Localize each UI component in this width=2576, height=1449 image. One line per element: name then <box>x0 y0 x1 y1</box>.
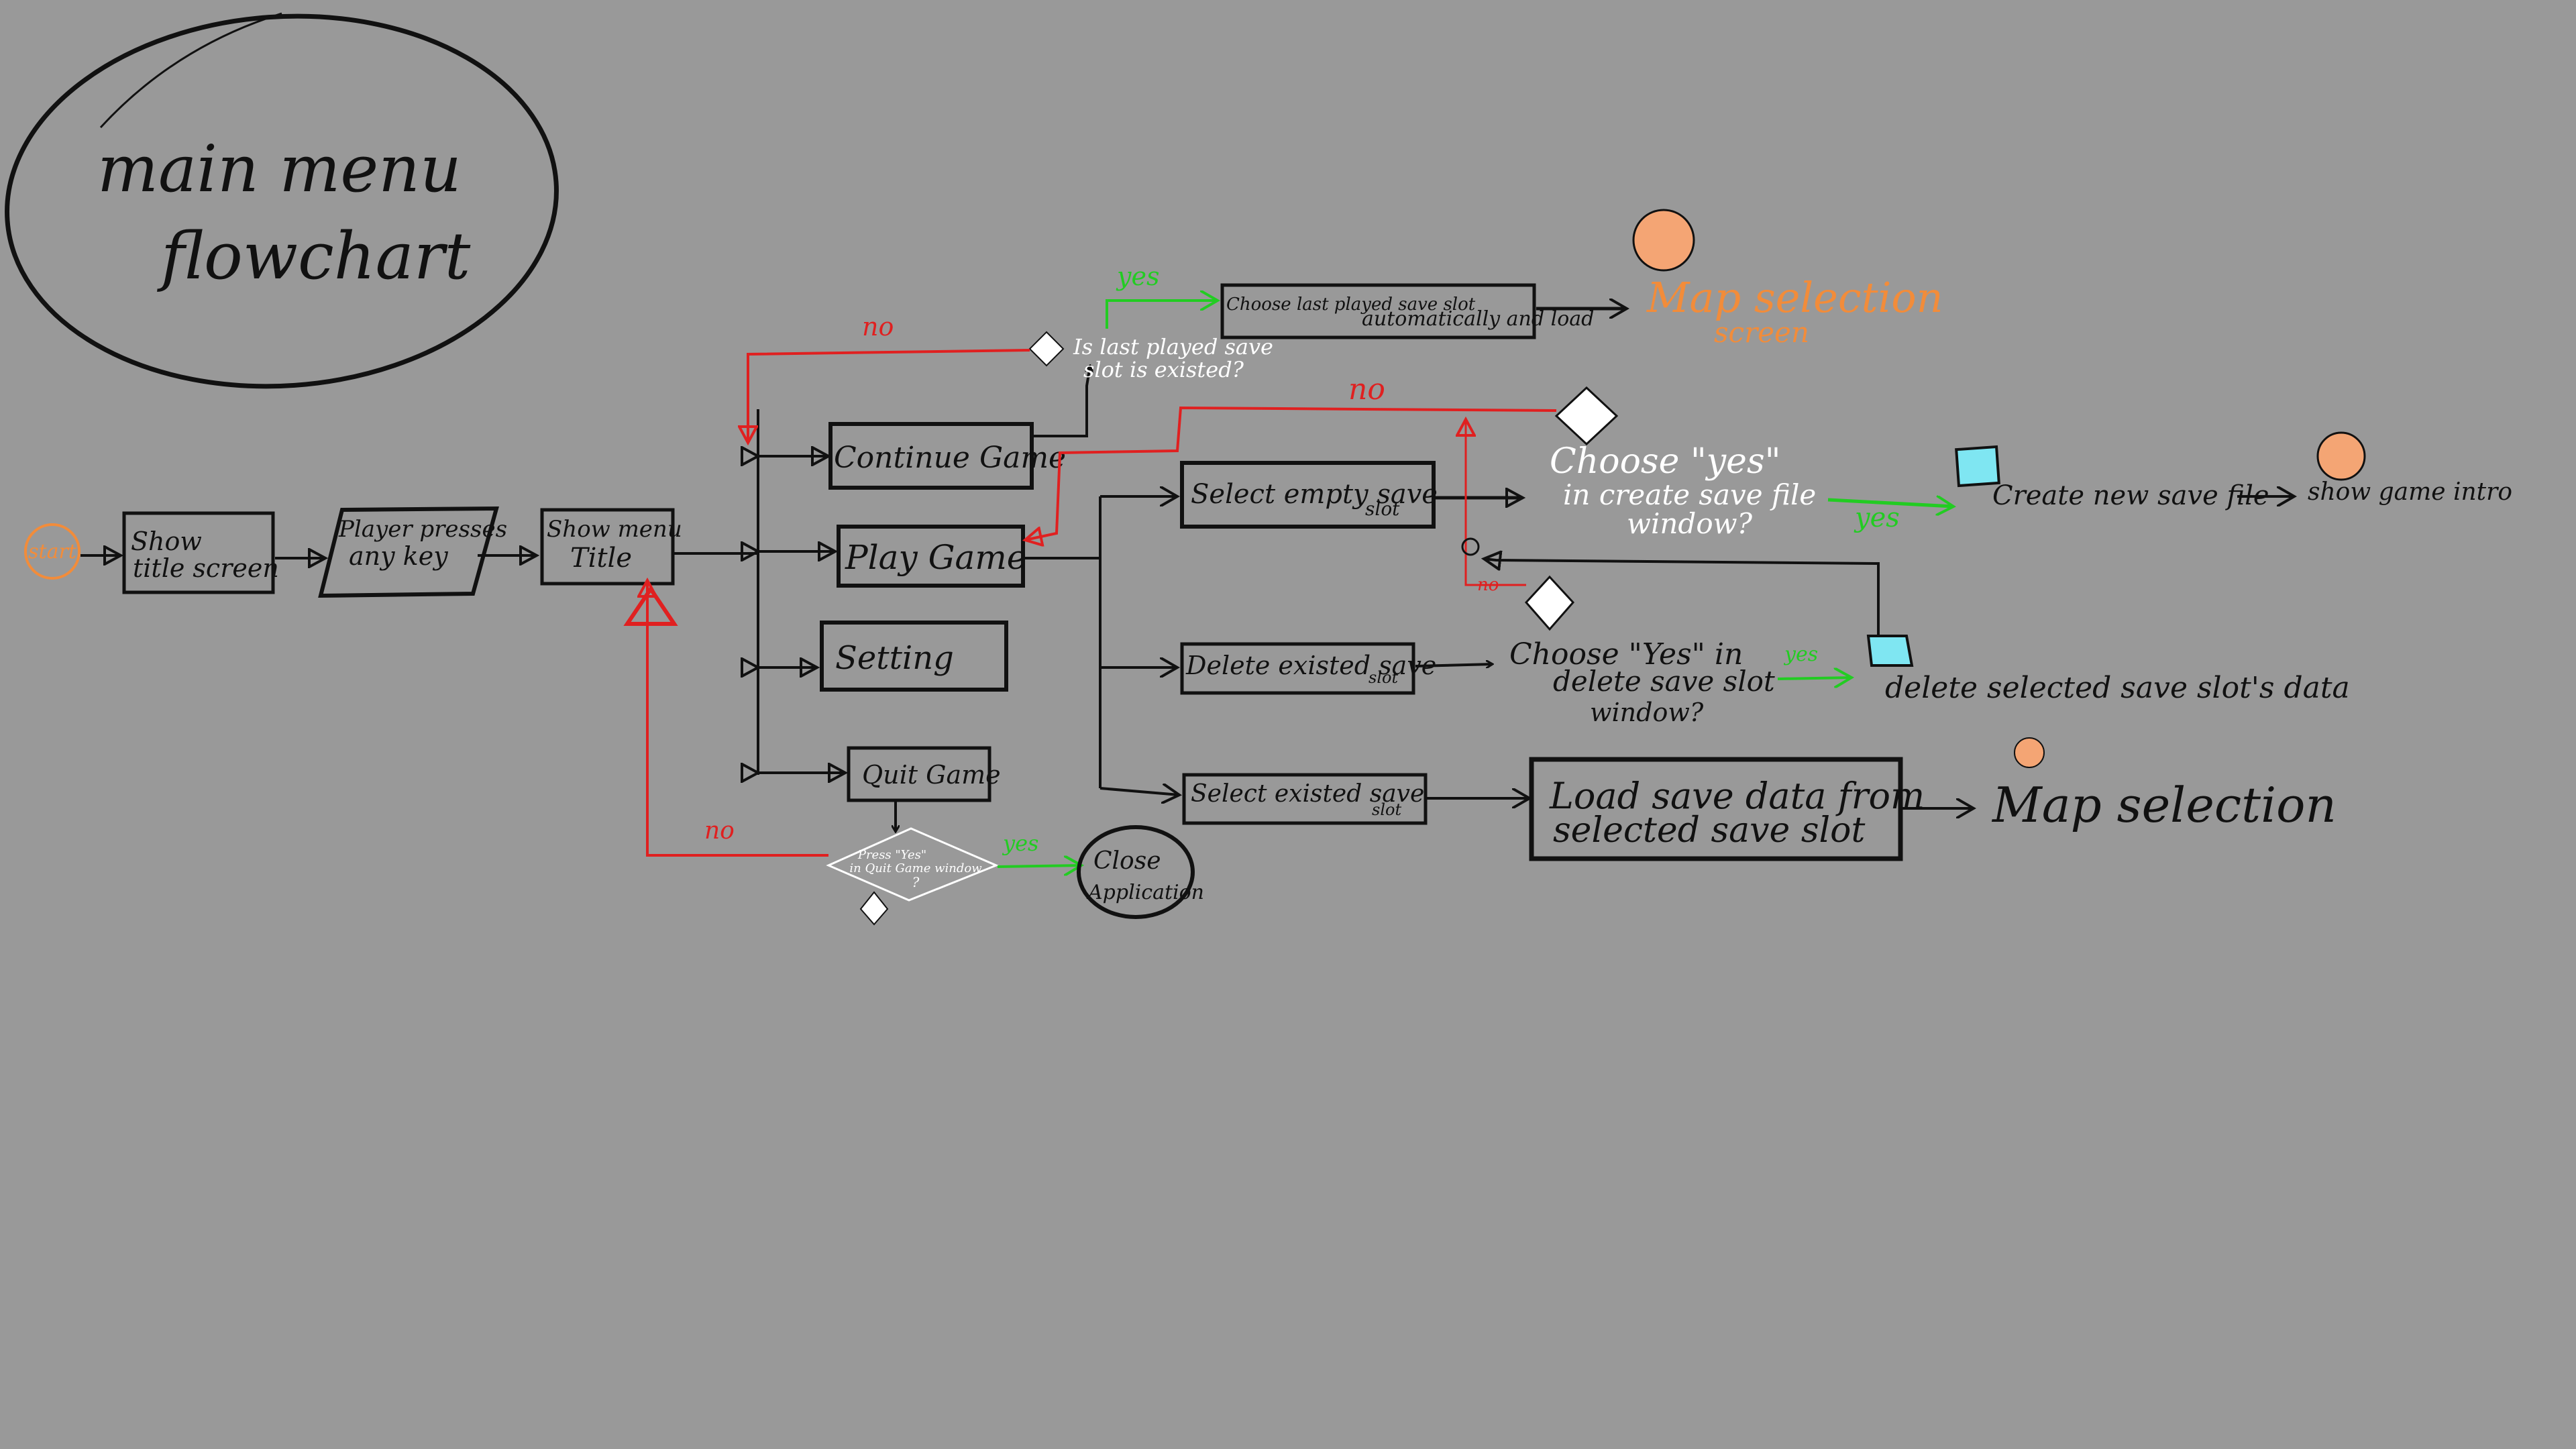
show-game-intro-label: show game intro <box>2308 478 2512 506</box>
create-new-save-label: Create new save file <box>1992 480 2269 511</box>
select-existed-line-1: Select existed save <box>1191 780 1424 808</box>
create-q-line-3: window? <box>1627 507 1753 540</box>
edge-create-yes <box>1827 500 1953 506</box>
show-title-line-1: Show <box>131 527 202 556</box>
continue-game-label: Continue Game <box>834 441 1066 475</box>
close-application-node: Close Application <box>1077 825 1204 919</box>
play-game-box: Play Game <box>837 525 1026 588</box>
show-menu-line-1: Show menu <box>547 516 682 543</box>
title-line-1: main menu <box>97 131 462 207</box>
title-line-2: flowchart <box>157 219 471 294</box>
end-marker-2 <box>2316 431 2366 481</box>
close-app-line-1: Close <box>1093 847 1161 875</box>
edge-create-no <box>1025 406 1557 540</box>
edge-quit-no <box>647 580 828 857</box>
show-menu-title-box: Show menu Title <box>540 508 682 586</box>
quit-question-line-3: ? <box>912 874 920 890</box>
delete-no-label: no <box>1477 575 1499 595</box>
title-badge: main menu flowchart <box>5 12 559 389</box>
edge-quit-yes <box>997 865 1081 867</box>
quit-game-label: Quit Game <box>862 760 1001 790</box>
edge-delete-no <box>1466 419 1526 586</box>
last-played-yes-label: yes <box>1116 262 1159 291</box>
last-played-question: Is last played save slot is existed? <box>1028 331 1273 382</box>
delete-yes-label: yes <box>1783 643 1818 666</box>
quit-game-box: Quit Game <box>847 746 1001 802</box>
last-played-no-label: no <box>862 312 894 341</box>
delete-existed-line-2: slot <box>1368 668 1398 687</box>
show-title-line-2: title screen <box>133 553 279 583</box>
end-marker-3 <box>2014 737 2045 768</box>
play-game-label: Play Game <box>845 538 1026 577</box>
edge-last-played-no <box>748 349 1030 443</box>
edge-last-played-yes <box>1106 301 1218 329</box>
delete-existed-line-1: Delete existed save <box>1185 651 1436 680</box>
load-save-data-box: Load save data from selected save slot <box>1529 757 1925 861</box>
map-selection-label: Map selection <box>1991 777 2337 833</box>
load-save-line-1: Load save data from <box>1549 775 1925 817</box>
show-menu-line-2: Title <box>570 543 632 574</box>
setting-box: Setting <box>820 621 1008 692</box>
start-node: start <box>24 523 80 580</box>
edge-play-trunk <box>1023 496 1102 788</box>
show-title-screen-box: Show title screen <box>122 511 279 594</box>
create-no-label: no <box>1348 372 1385 407</box>
map-screen-line-1: Map selection <box>1646 273 1943 322</box>
select-existed-line-2: slot <box>1372 800 1401 819</box>
map-selection-screen-node: Map selection screen <box>1632 209 1943 349</box>
player-presses-line-2: any key <box>349 541 448 571</box>
select-existed-box: Select existed save slot <box>1182 773 1428 825</box>
choose-last-line-1: Choose last played save slot <box>1226 294 1476 315</box>
choose-yes-delete-question: Choose "Yes" in delete save slot window? <box>1509 575 1775 727</box>
delete-q-line-1: Choose "Yes" in <box>1509 637 1743 672</box>
map-screen-line-2: screen <box>1714 316 1809 349</box>
cyan-connector-create <box>1955 445 2000 488</box>
quit-question-line-1: Press "Yes" <box>857 848 926 862</box>
select-empty-box: Select empty save slot <box>1180 461 1438 529</box>
player-presses-box: Player presses any key <box>318 506 507 598</box>
edge-delete-yes <box>1777 678 1851 679</box>
delete-q-line-2: delete save slot <box>1553 665 1775 698</box>
choose-last-line-2: automatically and load <box>1362 307 1594 331</box>
choose-last-box: Choose last played save slot automatical… <box>1220 283 1594 339</box>
edge-delete-loop-back <box>1484 559 1880 636</box>
delete-existed-box: Delete existed save slot <box>1180 642 1436 695</box>
quit-question-diamond: Press "Yes" in Quit Game window ? <box>826 827 999 926</box>
create-q-line-1: Choose "yes" <box>1550 441 1781 482</box>
select-empty-line-2: slot <box>1365 498 1400 520</box>
edge-to-select-existed <box>1099 788 1179 795</box>
menu-title-red-arrowhead <box>623 585 678 626</box>
create-q-line-2: in create save file <box>1563 478 1816 511</box>
quit-question-line-2: in Quit Game window <box>849 861 982 875</box>
merge-node <box>1461 537 1480 556</box>
end-marker-1 <box>1632 209 1695 272</box>
create-yes-label: yes <box>1854 502 1900 533</box>
quit-no-label: no <box>704 817 735 845</box>
edge-menu-trunk <box>674 409 759 775</box>
last-played-line-2: slot is existed? <box>1083 357 1244 382</box>
delete-selected-label: delete selected save slot's data <box>1885 671 2350 705</box>
setting-label: Setting <box>835 639 954 677</box>
edge-continue-to-question <box>1033 366 1090 437</box>
start-label: start <box>28 540 77 564</box>
quit-yes-label: yes <box>1002 830 1038 856</box>
choose-yes-create-question: Choose "yes" in create save file window? <box>1550 386 1816 540</box>
delete-q-line-3: window? <box>1590 698 1704 727</box>
edge-delete-to-question <box>1415 664 1493 666</box>
cyan-connector-delete <box>1866 635 1914 667</box>
select-empty-line-1: Select empty save <box>1191 479 1438 510</box>
close-app-line-2: Application <box>1086 881 1204 904</box>
player-presses-line-1: Player presses <box>338 516 507 543</box>
continue-game-box: Continue Game <box>828 422 1066 490</box>
load-save-line-2: selected save slot <box>1553 810 1865 851</box>
